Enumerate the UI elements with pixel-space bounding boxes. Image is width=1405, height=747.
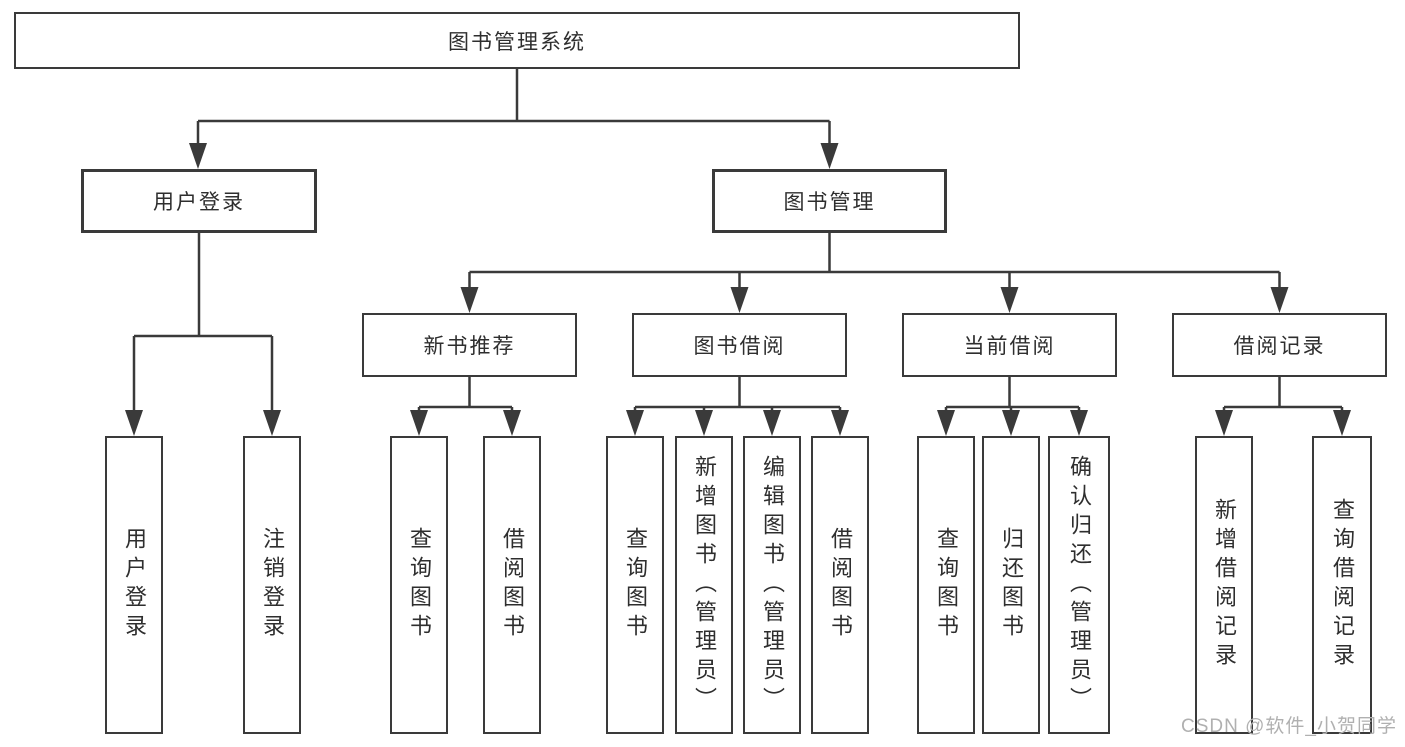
leaf-query-borrow-record: 查询借阅记录 xyxy=(1312,436,1372,734)
leaf-user-login: 用户登录 xyxy=(105,436,163,734)
connector-userlogin-to-leaves xyxy=(132,233,274,412)
leaf-borrow-books-2: 借阅图书 xyxy=(811,436,869,734)
leaf-edit-book-admin: 编辑图书（管理员） xyxy=(743,436,801,734)
node-borrowing-records: 借阅记录 xyxy=(1172,313,1387,377)
leaf-borrow-books-1: 借阅图书 xyxy=(483,436,541,734)
leaf-add-borrow-record: 新增借阅记录 xyxy=(1195,436,1253,734)
leaf-query-books-3: 查询图书 xyxy=(917,436,975,734)
node-book-management: 图书管理 xyxy=(712,169,947,233)
node-user-login: 用户登录 xyxy=(81,169,317,233)
leaf-confirm-return-admin: 确认归还（管理员） xyxy=(1048,436,1110,734)
node-library-management-system: 图书管理系统 xyxy=(14,12,1020,69)
connector-records-to-leaves xyxy=(1222,377,1344,412)
leaf-add-book-admin: 新增图书（管理员） xyxy=(675,436,733,734)
connector-borrow-to-leaves xyxy=(633,377,842,412)
connector-bookmgmt-to-level3 xyxy=(468,233,1281,289)
node-current-borrowing: 当前借阅 xyxy=(902,313,1117,377)
csdn-watermark: CSDN @软件_小贺同学 xyxy=(1181,716,1397,737)
leaf-logout: 注销登录 xyxy=(243,436,301,734)
leaf-query-books-2: 查询图书 xyxy=(606,436,664,734)
connector-newbook-to-leaves xyxy=(417,377,514,412)
node-new-book-recommendation: 新书推荐 xyxy=(362,313,577,377)
connector-current-to-leaves xyxy=(944,377,1081,412)
leaf-return-books: 归还图书 xyxy=(982,436,1040,734)
node-book-borrowing: 图书借阅 xyxy=(632,313,847,377)
connector-root-to-level2 xyxy=(196,68,831,145)
leaf-query-books-1: 查询图书 xyxy=(390,436,448,734)
arrowheads xyxy=(125,143,1351,436)
